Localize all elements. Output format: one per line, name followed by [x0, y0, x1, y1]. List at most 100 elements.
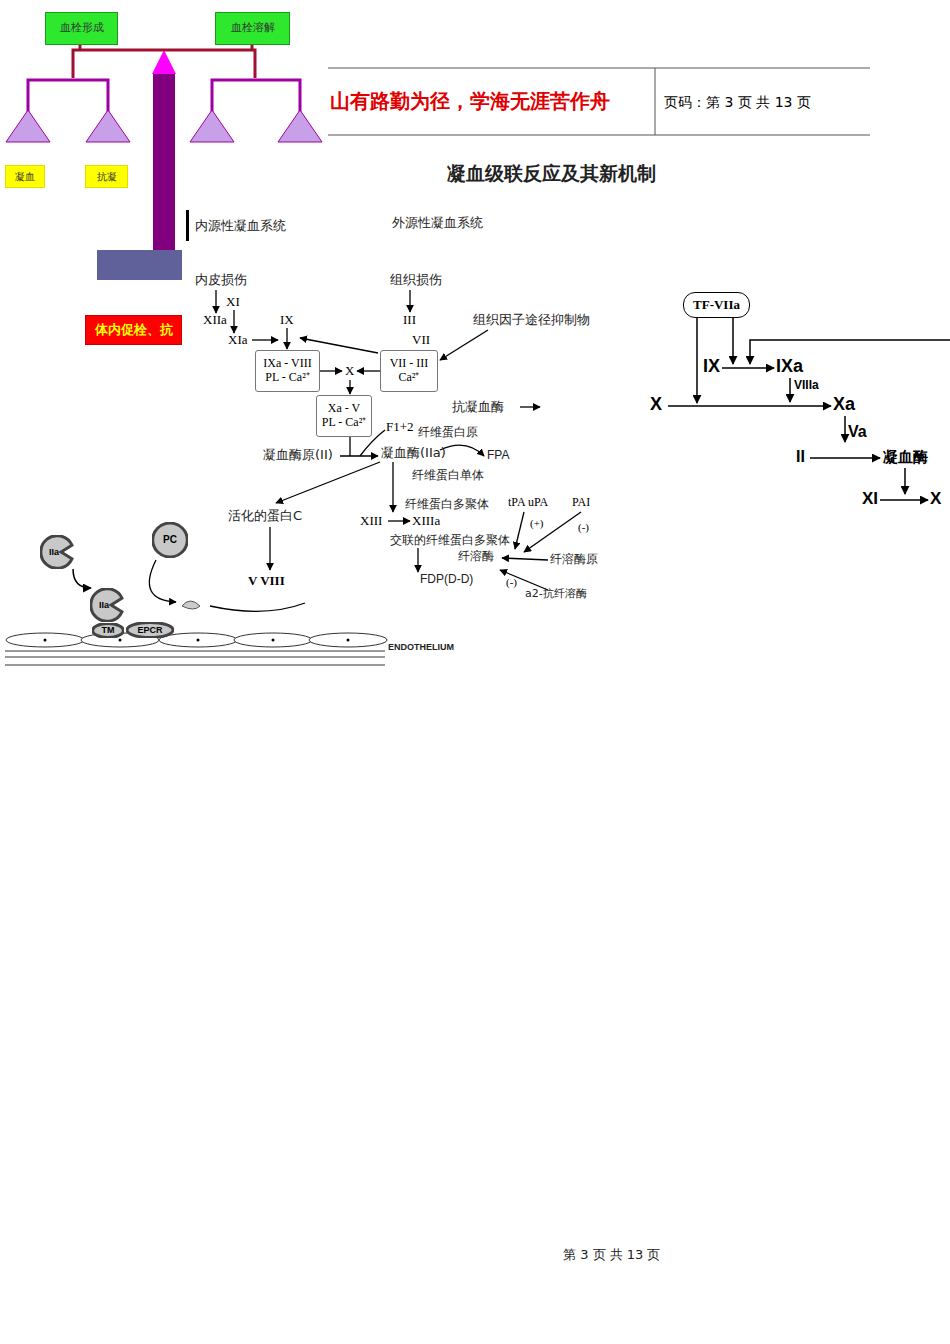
- nucleus: [197, 639, 200, 642]
- text-label: 抗凝血酶: [452, 400, 504, 414]
- arrow-line: [440, 445, 484, 456]
- node-text: TM: [102, 625, 115, 635]
- text-label: IX: [703, 357, 720, 377]
- text-label: 凝血酶原(II): [263, 448, 333, 462]
- text-label: XIIa: [203, 313, 227, 327]
- thrombin-symbol: IIa: [40, 535, 74, 569]
- tm-receptor: TM: [92, 623, 124, 638]
- pacman-outline: [41, 536, 72, 569]
- red-banner: 体内促栓、抗: [85, 315, 182, 345]
- connector-arrow: [73, 569, 91, 588]
- ellipse-outline: [127, 622, 173, 637]
- complex-box: Xa - V PL - Ca²⁺: [316, 395, 372, 437]
- text-label: F1+2: [386, 420, 414, 434]
- text-label: 外源性凝血系统: [392, 216, 483, 230]
- text-label: FPA: [487, 449, 509, 462]
- arrow-line: [320, 370, 342, 371]
- balance-column: [153, 72, 175, 250]
- arrow-line: [392, 462, 393, 512]
- node-text: 血栓形成: [60, 22, 104, 35]
- text-label: IX: [280, 313, 294, 327]
- text-label: 页码：第 3 页 共 13 页: [664, 95, 811, 110]
- balance-pivot: [152, 50, 176, 74]
- arrow-line: [357, 370, 380, 371]
- nucleus: [272, 639, 275, 642]
- text-label: 纤溶酶: [458, 550, 494, 563]
- membrane-line: [5, 665, 385, 666]
- ellipse-outline: [93, 623, 124, 637]
- thrombin-symbol: IIa: [90, 588, 124, 622]
- nucleus: [44, 639, 47, 642]
- arrow-line: [668, 405, 831, 407]
- yellow-tag: 凝血: [5, 165, 45, 188]
- arrow-line: [515, 512, 524, 549]
- text-label: XI: [226, 295, 240, 309]
- arrow-line: [252, 339, 278, 340]
- header-rule: [328, 135, 870, 136]
- arrow-line: [286, 328, 287, 349]
- arrow-line: [210, 603, 305, 611]
- text-label: III: [403, 313, 416, 327]
- membrane-line: [5, 657, 385, 658]
- membrane-line: [5, 651, 385, 652]
- text-label: 组织损伤: [390, 273, 442, 287]
- pan-triangle: [6, 110, 50, 142]
- arrow-line: [349, 380, 350, 394]
- text-label: Va: [848, 423, 867, 441]
- pan-triangle: [190, 110, 234, 142]
- arrow-line: [340, 455, 378, 456]
- arrow-line: [722, 367, 774, 369]
- text-label: ENDOTHELIUM: [388, 643, 454, 653]
- node-text: PC: [163, 534, 177, 546]
- node-text: EPCR: [137, 625, 162, 635]
- nucleus: [119, 639, 122, 642]
- arrow-line: [520, 406, 540, 407]
- arrow-line: [233, 310, 234, 333]
- text-label: VII: [412, 333, 430, 347]
- green-box: 血栓形成: [45, 12, 118, 45]
- text-label: XIIIa: [412, 514, 440, 528]
- text-label: V VIII: [248, 574, 285, 588]
- arrow-line: [215, 290, 216, 313]
- text-label: 活化的蛋白C: [228, 509, 302, 523]
- arrow-line: [524, 512, 581, 552]
- cascade-arrows: [216, 290, 581, 590]
- text-label: XI: [862, 490, 878, 509]
- nucleus: [347, 639, 350, 642]
- node-text: 抗凝: [97, 171, 117, 183]
- text-label: II: [796, 448, 805, 466]
- section-bar: [186, 210, 189, 241]
- text-label: X: [345, 364, 354, 378]
- arrow-line: [696, 318, 698, 403]
- arrow-line: [149, 560, 176, 602]
- text-label: 纤维蛋白单体: [412, 469, 484, 482]
- text-label: tPA uPA: [508, 496, 548, 509]
- arrow-line: [810, 457, 880, 459]
- header-rule: [328, 68, 870, 69]
- diagram-title: 凝血级联反应及其新机制: [447, 163, 656, 184]
- text-label: IXa: [776, 357, 803, 377]
- node-text: Xa - V PL - Ca²⁺: [321, 402, 367, 430]
- arrow-line: [440, 330, 488, 360]
- arrow-line: [417, 548, 418, 572]
- text-label: 凝血酶(IIa): [381, 446, 446, 460]
- complex-box: IXa - VIII PL - Ca²⁺: [255, 350, 320, 392]
- pathway-arrows: [668, 318, 950, 500]
- text-label: 纤溶酶原: [550, 553, 598, 566]
- arrow-line: [844, 416, 846, 442]
- epcr-receptor: EPCR: [126, 622, 174, 638]
- text-label: XIII: [360, 514, 382, 528]
- text-label: 组织因子途径抑制物: [473, 313, 590, 327]
- arrow-line: [732, 318, 734, 364]
- ellipse-outline: [153, 523, 188, 557]
- cell: [6, 633, 84, 647]
- node-text: IXa - VIII PL - Ca²⁺: [260, 357, 315, 385]
- arrow-line: [276, 462, 380, 503]
- text-label: a2-抗纤溶酶: [525, 588, 587, 600]
- green-box: 血栓溶解: [215, 12, 290, 45]
- cell: [309, 633, 387, 647]
- node-text: TF-VIIa: [693, 298, 740, 313]
